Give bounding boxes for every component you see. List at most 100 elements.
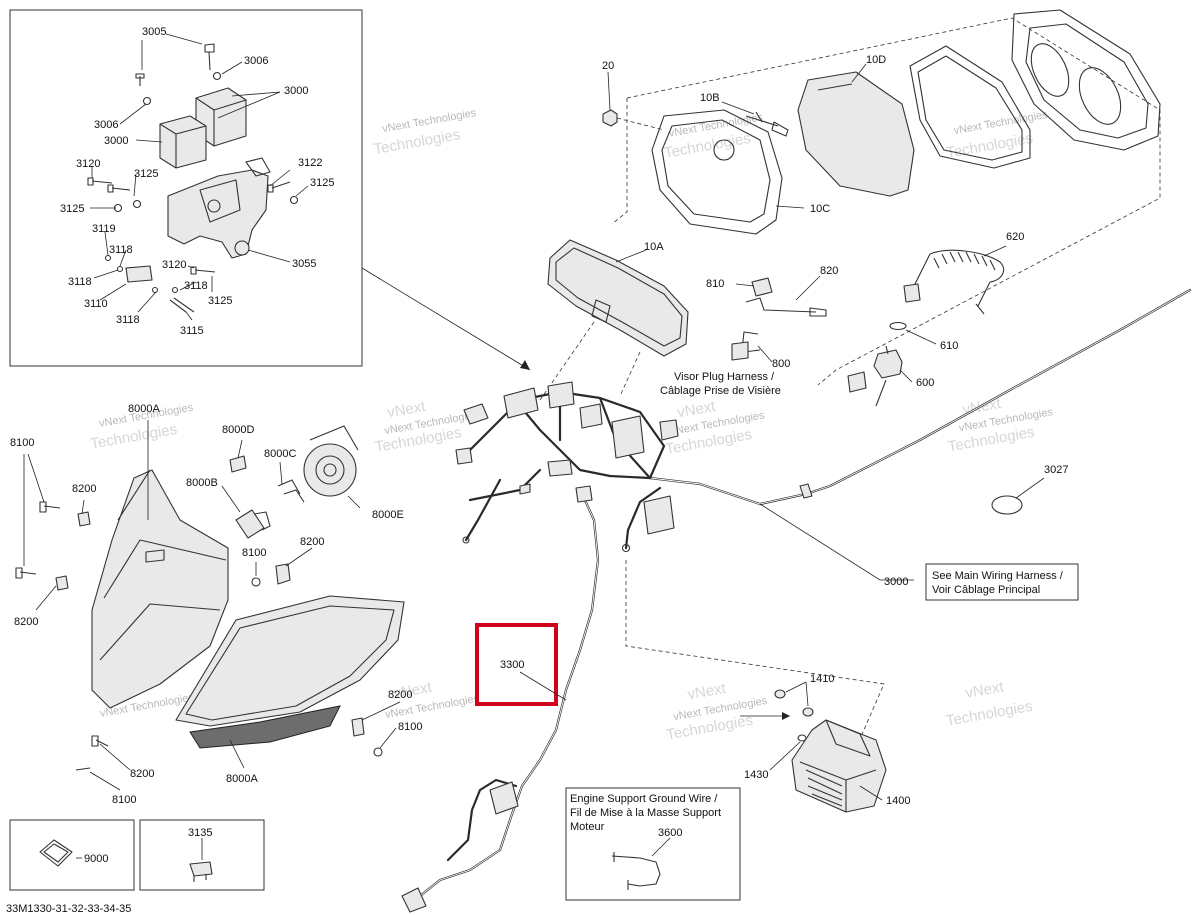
callout-820: 820	[820, 265, 838, 277]
callout-3600: 3600	[658, 827, 682, 839]
callout-3006-left: 3006	[94, 119, 118, 131]
headlight-assembly	[15, 425, 405, 771]
ground-note-line2: Fil de Mise à la Masse Support	[570, 807, 721, 819]
callout-3120-a: 3120	[76, 158, 100, 170]
callout-9000: 9000	[84, 853, 108, 865]
visor-plug-parts	[731, 277, 827, 361]
regulator-1400	[774, 689, 887, 813]
regulator-leaders	[740, 681, 883, 801]
ground-note-line1: Engine Support Ground Wire /	[570, 793, 718, 805]
callout-1430: 1430	[744, 769, 768, 781]
callout-8200-a: 8200	[72, 483, 96, 495]
callout-3118-a: 3118	[109, 244, 133, 256]
callout-8100-b: 8100	[242, 547, 266, 559]
coiled-tether-620	[903, 249, 1005, 315]
callout-8100-c: 8100	[398, 721, 422, 733]
main-wiring-harness	[455, 288, 1192, 553]
gasket	[909, 45, 1031, 169]
watermark-text: vNext Technologies	[953, 109, 1049, 137]
callout-10c: 10C	[810, 203, 830, 215]
main-harness-leader	[759, 503, 914, 581]
callout-3125-b: 3125	[310, 177, 334, 189]
regulator-dash	[625, 560, 885, 749]
callout-3000-inset-a: 3000	[284, 85, 308, 97]
callout-10a: 10A	[644, 241, 664, 253]
callout-3118-c: 3118	[184, 280, 208, 292]
callout-3118-d: 3118	[116, 314, 140, 326]
washer-610	[889, 321, 907, 331]
callout-3125-a: 3125	[134, 168, 158, 180]
connector-3110	[125, 265, 153, 283]
callout-3300: 3300	[500, 659, 524, 671]
ground-note-line3: Moteur	[570, 821, 605, 833]
callout-800: 800	[772, 358, 790, 370]
callout-3115: 3115	[180, 325, 204, 337]
callout-3027: 3027	[1044, 464, 1068, 476]
callout-20: 20	[602, 60, 614, 72]
cap-8000d	[229, 455, 247, 473]
ground-wire-3600	[611, 852, 661, 890]
figure-code: 33M1330-31-32-33-34-35	[6, 903, 131, 915]
callout-3006-top: 3006	[244, 55, 268, 67]
bezel-10c	[651, 109, 783, 235]
ground-wire-note-box	[565, 787, 741, 901]
cap-810	[751, 277, 773, 297]
leader-3300	[519, 671, 567, 701]
bulb-8000b	[235, 509, 265, 539]
inset-arrow	[361, 267, 531, 371]
callout-8000e: 8000E	[372, 509, 404, 521]
callout-620: 620	[1006, 231, 1024, 243]
callout-labels: 3005 3006 3000 3006 3000 3120 3125 3122 …	[10, 26, 1068, 865]
note-texts: Visor Plug Harness / Câblage Prise de Vi…	[6, 371, 1064, 915]
dust-cover-8000e	[303, 443, 357, 497]
part-box-9000	[9, 819, 135, 891]
marker-3027	[991, 495, 1023, 515]
watermark-text: vNext	[686, 680, 728, 704]
switch-600	[847, 345, 903, 407]
callout-610: 610	[940, 340, 958, 352]
watermark-text: vNext	[386, 398, 428, 422]
watermark-text: vNext	[676, 398, 718, 422]
callout-8000b: 8000B	[186, 477, 218, 489]
connector-main	[643, 495, 675, 535]
headlight-housing-rear	[91, 469, 229, 709]
callout-3000-inset-b: 3000	[104, 135, 128, 147]
callout-3122: 3122	[298, 157, 322, 169]
callout-8000c: 8000C	[264, 448, 296, 460]
visor-note-line1: Visor Plug Harness /	[674, 371, 775, 383]
main-harness-note-box	[925, 563, 1079, 601]
callout-3005-top: 3005	[142, 26, 166, 38]
housing-back	[1011, 9, 1161, 151]
callout-1400: 1400	[886, 795, 910, 807]
headlight-lens	[175, 595, 405, 727]
spring-clip-8000c	[277, 479, 305, 503]
callout-10b: 10B	[700, 92, 720, 104]
nut-1410	[774, 689, 786, 699]
watermark-text: vNext	[964, 678, 1006, 702]
callout-8200-e: 8200	[130, 768, 154, 780]
watermark-text: Technologies	[945, 698, 1034, 730]
callout-8200-d: 8200	[388, 689, 412, 701]
harness-3300	[401, 485, 600, 913]
callout-8200-c: 8200	[14, 616, 38, 628]
callout-3135: 3135	[188, 827, 212, 839]
visor-note-line2: Câblage Prise de Visière	[660, 385, 781, 397]
lens-10d	[797, 71, 915, 197]
callout-1410: 1410	[810, 673, 834, 685]
callout-10d: 10D	[866, 54, 886, 66]
nut-20	[602, 109, 618, 127]
callout-8100-d: 8100	[112, 794, 136, 806]
visor-leaders	[735, 275, 821, 363]
callout-600: 600	[916, 377, 934, 389]
gauge-10a	[547, 239, 689, 357]
callout-3000-main: 3000	[884, 576, 908, 588]
arrow-head	[520, 360, 530, 370]
relay-module-b	[159, 115, 207, 169]
main-harness-note-line2: Voir Câblage Principal	[932, 584, 1040, 596]
callout-3110: 3110	[84, 298, 108, 310]
callout-810: 810	[706, 278, 724, 290]
headlight-leaders	[23, 420, 401, 791]
bracket-assembly	[87, 43, 299, 313]
main-harness-note-line1: See Main Wiring Harness /	[932, 570, 1064, 582]
